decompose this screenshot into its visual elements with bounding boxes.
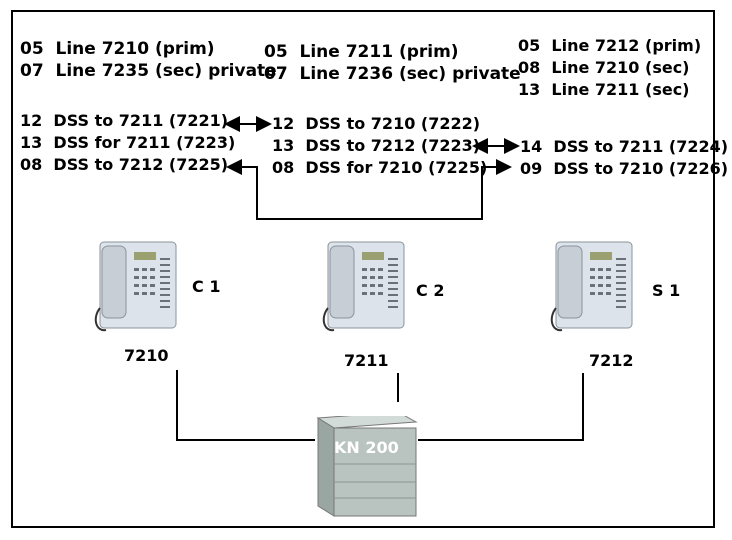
c1-dss-2: 13 DSS for 7211 (7223) bbox=[20, 133, 236, 152]
c2-dss-2: 13 DSS to 7212 (7223) bbox=[272, 136, 481, 155]
c2-dss-1: 12 DSS to 7210 (7222) bbox=[272, 114, 481, 133]
c1-line-1: 05 Line 7210 (prim) bbox=[20, 39, 215, 59]
phone-c1-extension: 7210 bbox=[124, 346, 169, 365]
cable-s1-pbx bbox=[418, 373, 584, 441]
desk-phone-icon bbox=[550, 241, 633, 332]
desk-phone-icon bbox=[94, 241, 177, 332]
c2-dss-3: 08 DSS for 7210 (7225) bbox=[272, 158, 488, 177]
s1-line-3: 13 Line 7211 (sec) bbox=[518, 80, 690, 99]
s1-dss-2: 09 DSS to 7210 (7226) bbox=[520, 159, 729, 178]
diagram-frame bbox=[11, 10, 715, 528]
link-c1-s1-dss-loop bbox=[226, 159, 512, 220]
cable-c1-pbx bbox=[176, 370, 315, 441]
c2-line-1: 05 Line 7211 (prim) bbox=[264, 42, 459, 62]
phone-c1-label: C 1 bbox=[192, 277, 221, 296]
c1-dss-1: 12 DSS to 7211 (7221) bbox=[20, 111, 229, 130]
c1-dss-3: 08 DSS to 7212 (7225) bbox=[20, 155, 229, 174]
phone-s1-label: S 1 bbox=[652, 281, 681, 300]
phone-c2-label: C 2 bbox=[416, 281, 445, 300]
c1-line-2: 07 Line 7235 (sec) private bbox=[20, 61, 277, 81]
phone-s1-extension: 7212 bbox=[589, 351, 634, 370]
pbx-cabinet-icon bbox=[312, 402, 418, 517]
desk-phone-icon bbox=[322, 241, 405, 332]
pbx-label: KN 200 bbox=[334, 438, 399, 457]
phone-c2-extension: 7211 bbox=[344, 351, 389, 370]
s1-line-2: 08 Line 7210 (sec) bbox=[518, 58, 690, 77]
s1-dss-1: 14 DSS to 7211 (7224) bbox=[520, 137, 729, 156]
s1-line-1: 05 Line 7212 (prim) bbox=[518, 36, 702, 55]
c2-line-2: 07 Line 7236 (sec) private bbox=[264, 64, 521, 84]
